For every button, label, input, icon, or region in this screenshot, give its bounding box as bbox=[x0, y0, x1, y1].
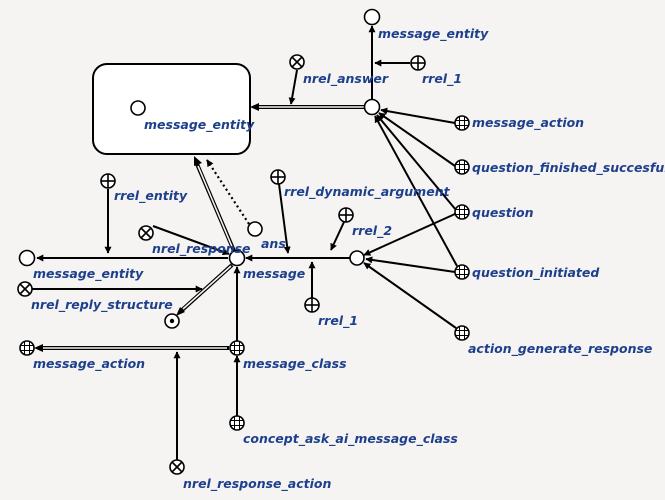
class-node-icon[interactable] bbox=[454, 204, 470, 220]
edge-action-generate-response[interactable] bbox=[363, 262, 457, 329]
label-nrel-answer: nrel_answer bbox=[303, 71, 389, 87]
edge-question-finished[interactable] bbox=[378, 112, 456, 167]
edge-center-to-contour[interactable] bbox=[250, 103, 371, 111]
node-ans[interactable] bbox=[247, 221, 263, 237]
nonrole-relation-icon[interactable] bbox=[138, 225, 154, 241]
nonrole-relation-icon[interactable] bbox=[17, 281, 33, 297]
edge-rrel2[interactable] bbox=[330, 221, 345, 251]
label-message-class: message_class bbox=[243, 356, 347, 372]
node-center[interactable] bbox=[363, 98, 381, 116]
label-rrel-dynamic-argument: rrel_dynamic_argument bbox=[284, 184, 451, 200]
edge-nrel-answer[interactable] bbox=[288, 69, 298, 105]
label-ans: ans bbox=[261, 236, 286, 251]
label-left-entity: message_entity bbox=[33, 266, 144, 282]
node-top-entity[interactable] bbox=[363, 8, 381, 26]
role-relation-icon[interactable] bbox=[304, 297, 320, 313]
class-node-icon[interactable] bbox=[454, 115, 470, 131]
class-node-icon[interactable] bbox=[229, 415, 245, 431]
label-message: message bbox=[243, 266, 305, 281]
role-relation-icon[interactable] bbox=[270, 169, 286, 185]
class-node-icon[interactable] bbox=[229, 340, 245, 356]
node-left-entity[interactable] bbox=[18, 249, 36, 267]
label-entity-inside-contour: message_entity bbox=[144, 117, 255, 133]
edge-rrel-dynamic-argument[interactable] bbox=[278, 183, 291, 254]
label-top-entity: message_entity bbox=[378, 26, 489, 42]
label-message-action-right: message_action bbox=[472, 115, 584, 131]
node-message[interactable] bbox=[228, 249, 246, 267]
edge-nrel-response[interactable] bbox=[152, 225, 230, 256]
nonrole-relation-icon[interactable] bbox=[289, 54, 305, 70]
label-question-initiated: question_initiated bbox=[472, 265, 600, 281]
edge-message-to-structure[interactable] bbox=[176, 263, 234, 316]
message-entity-contour[interactable] bbox=[92, 63, 251, 155]
label-message-action-left: message_action bbox=[33, 356, 145, 372]
edge-question-initiated-to-right-node[interactable] bbox=[365, 256, 456, 273]
role-relation-icon[interactable] bbox=[410, 55, 426, 71]
nodes bbox=[17, 8, 470, 475]
edge-question-to-right-node[interactable] bbox=[363, 213, 456, 256]
edge-message-class-to-action[interactable] bbox=[34, 344, 229, 352]
labels: message_entity nrel_answer rrel_1 messag… bbox=[31, 26, 665, 492]
edge-question-initiated-to-center[interactable] bbox=[374, 115, 458, 267]
edge-message-action-right[interactable] bbox=[380, 107, 456, 124]
edge-ans-dotted[interactable] bbox=[206, 159, 250, 225]
role-relation-icon[interactable] bbox=[338, 207, 354, 223]
label-rrel1-top: rrel_1 bbox=[422, 71, 462, 87]
class-node-icon[interactable] bbox=[454, 264, 470, 280]
class-node-icon[interactable] bbox=[454, 325, 470, 341]
nonrole-relation-icon[interactable] bbox=[169, 459, 185, 475]
structure-node[interactable] bbox=[164, 313, 180, 329]
role-relation-icon[interactable] bbox=[100, 173, 116, 189]
label-concept-ask-ai: concept_ask_ai_message_class bbox=[243, 431, 458, 447]
class-node-icon[interactable] bbox=[19, 340, 35, 356]
label-rrel2: rrel_2 bbox=[352, 223, 392, 239]
node-entity-inside-contour[interactable] bbox=[130, 100, 146, 116]
label-question-finished: question_finished_succesfully bbox=[472, 160, 665, 176]
label-rrel-entity: rrel_entity bbox=[114, 188, 188, 204]
label-action-generate-response: action_generate_response bbox=[468, 341, 652, 357]
label-nrel-reply-structure: nrel_reply_structure bbox=[31, 297, 173, 313]
node-right[interactable] bbox=[349, 250, 365, 266]
label-nrel-response-action: nrel_response_action bbox=[183, 476, 331, 492]
edge-question-to-center[interactable] bbox=[376, 114, 457, 211]
label-nrel-response: nrel_response bbox=[152, 241, 251, 257]
label-question: question bbox=[472, 205, 534, 220]
label-rrel1-bottom: rrel_1 bbox=[318, 313, 358, 329]
class-node-icon[interactable] bbox=[454, 159, 470, 175]
edge-message-to-contour[interactable] bbox=[194, 156, 236, 252]
edges bbox=[32, 25, 458, 460]
